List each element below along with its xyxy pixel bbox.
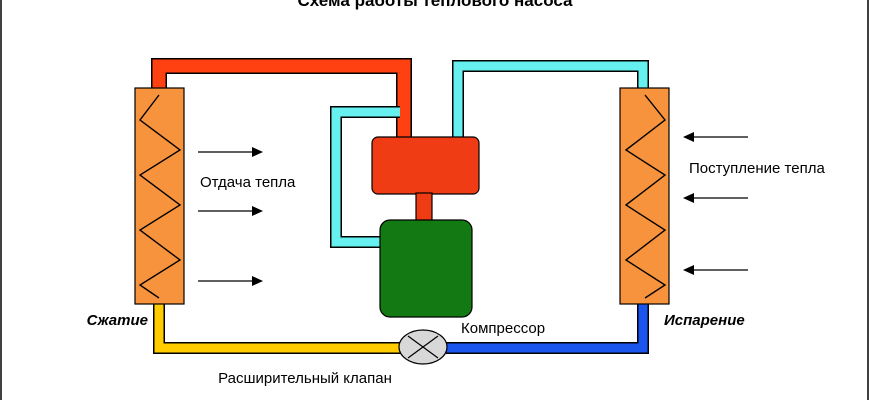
heat-output-arrows	[198, 147, 263, 286]
condenser-zigzag	[138, 94, 182, 299]
evaporator-coil	[619, 87, 670, 305]
arrow-left-icon	[683, 132, 748, 142]
diagram-title: Схема работы теплового насоса	[298, 0, 574, 10]
arrow-right-icon	[198, 206, 263, 216]
expansion-valve	[398, 329, 448, 365]
label-heat-output: Отдача тепла	[200, 174, 296, 191]
arrow-left-icon	[683, 265, 748, 275]
heat-input-arrows	[683, 132, 748, 275]
compressor-shaft	[415, 192, 433, 222]
arrow-right-icon	[198, 276, 263, 286]
liquid-pipe	[153, 300, 402, 354]
evaporator-zigzag	[624, 94, 667, 299]
compressor	[371, 136, 480, 318]
arrow-left-icon	[683, 193, 748, 203]
label-compressor: Компрессор	[461, 320, 545, 337]
label-expansion-valve: Расширительный клапан	[218, 370, 392, 387]
hot-discharge-pipe	[151, 58, 412, 143]
compressor-motor	[379, 219, 473, 318]
label-compression: Сжатие	[87, 312, 148, 329]
arrow-right-icon	[198, 147, 263, 157]
condenser-coil	[134, 87, 185, 305]
label-heat-input: Поступление тепла	[689, 160, 825, 177]
compressor-head	[371, 136, 480, 195]
label-evaporation: Испарение	[664, 312, 745, 329]
